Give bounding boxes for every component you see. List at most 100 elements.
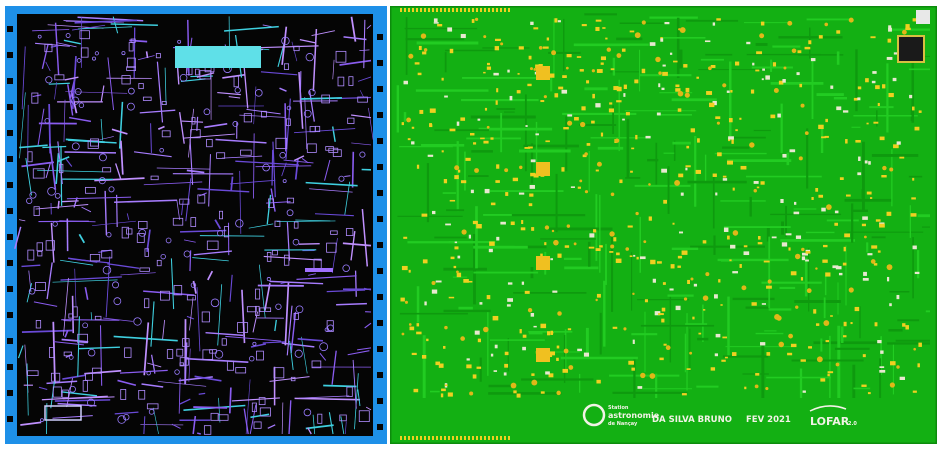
footprint [85, 186, 96, 194]
footprint [121, 75, 131, 85]
trace [207, 270, 214, 281]
pad [743, 251, 750, 256]
footprint [203, 425, 212, 435]
pad [466, 280, 473, 283]
via-pad [610, 244, 615, 249]
pad [579, 69, 584, 72]
footprint [150, 175, 159, 181]
pad [660, 38, 664, 42]
via-pad [806, 288, 812, 294]
edge-hole [7, 26, 13, 32]
via-pad [579, 179, 583, 183]
trace [107, 263, 140, 269]
pad [516, 90, 521, 94]
pad [722, 178, 728, 181]
trace [193, 250, 232, 256]
pad [435, 361, 441, 366]
footprint [255, 305, 260, 316]
edge-pin [504, 8, 506, 12]
trace [279, 87, 287, 92]
trace [311, 30, 335, 36]
trace [263, 255, 322, 261]
pad [880, 350, 884, 354]
trace [176, 199, 181, 220]
trace [196, 432, 201, 435]
trace [189, 138, 194, 185]
trace [314, 213, 354, 217]
trace [41, 44, 49, 69]
copper-pour-region [175, 46, 261, 68]
pad [888, 92, 894, 98]
trace [194, 375, 222, 382]
bus-segment [305, 268, 333, 272]
footprint [124, 347, 132, 358]
via [275, 303, 282, 310]
edge-hole [377, 112, 383, 118]
via-pad [469, 391, 474, 396]
pad [433, 22, 439, 24]
trace [192, 415, 197, 435]
pad [818, 124, 824, 130]
pad [445, 223, 451, 226]
project-logo: LOFAR 2.0 [809, 405, 857, 428]
pad [645, 135, 651, 139]
pad [827, 371, 834, 374]
footprint [246, 306, 257, 313]
pad [489, 241, 495, 246]
trace [50, 222, 55, 263]
pad [460, 180, 467, 184]
pad [403, 80, 408, 85]
pad [802, 390, 806, 393]
pad [739, 117, 742, 120]
pad [470, 132, 475, 136]
pad [918, 342, 922, 347]
pad [787, 352, 793, 356]
via [190, 282, 197, 288]
trace [354, 270, 357, 297]
footprint [160, 290, 170, 301]
footprint [201, 311, 210, 323]
via [127, 102, 135, 111]
pad [533, 27, 539, 30]
footprint [258, 397, 266, 406]
pad [755, 69, 760, 72]
pad [595, 19, 602, 22]
pad [808, 346, 813, 349]
footprint [172, 217, 184, 226]
pad [735, 129, 738, 132]
via-pad [610, 192, 615, 197]
trace [295, 219, 331, 222]
pad [414, 62, 420, 65]
pad [595, 248, 601, 251]
footprint [235, 367, 247, 374]
trace [307, 427, 312, 435]
pad [592, 93, 595, 99]
trace [99, 325, 103, 386]
trace [301, 158, 309, 164]
via-pad [896, 365, 900, 369]
pad [407, 138, 411, 141]
pad [662, 71, 668, 76]
trace [110, 23, 158, 26]
trace [332, 59, 335, 80]
pad [850, 322, 853, 325]
footprint [89, 138, 99, 147]
pad [911, 197, 916, 200]
pad [744, 386, 747, 390]
pad [438, 363, 444, 368]
pad [712, 101, 717, 106]
via [65, 33, 71, 38]
pad [474, 330, 480, 335]
pad [440, 393, 444, 398]
trace [74, 19, 138, 24]
footprint [197, 194, 206, 204]
via-pad [835, 362, 840, 367]
pad [566, 54, 572, 58]
trace [52, 415, 93, 419]
pad [822, 259, 828, 263]
trace [120, 140, 124, 175]
via-pad [483, 35, 487, 39]
trace [33, 301, 58, 307]
pad [639, 256, 646, 260]
via [294, 349, 303, 358]
